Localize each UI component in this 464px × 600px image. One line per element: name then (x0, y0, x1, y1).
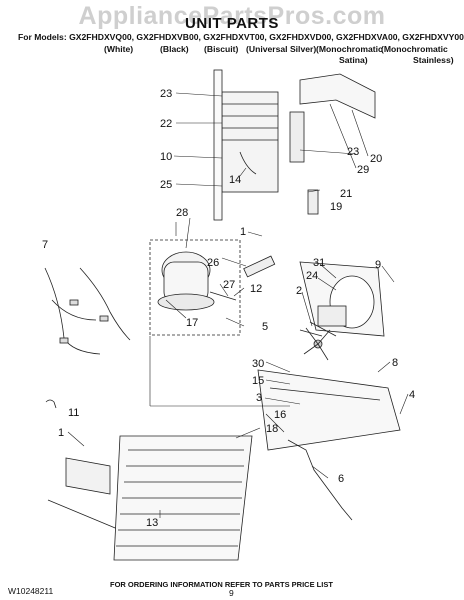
callout-4: 4 (409, 389, 415, 401)
wiring-harness (44, 267, 131, 355)
fan-blade (303, 327, 331, 361)
condenser-assembly (213, 69, 305, 221)
callout-12: 12 (250, 283, 262, 295)
color-label-white: (White) (104, 44, 134, 54)
callout-11: 11 (68, 407, 79, 419)
callout-13: 13 (146, 517, 158, 529)
bracket-21-19 (307, 189, 319, 215)
power-cord-heater (47, 457, 121, 531)
callout-14: 14 (229, 174, 241, 186)
callout-29: 29 (357, 164, 369, 176)
callout-18: 18 (266, 423, 278, 435)
callout-27: 27 (223, 279, 235, 291)
base-pan (257, 369, 401, 451)
document-code: W10248211 (8, 586, 54, 596)
color-label-satina: Satina) (339, 55, 368, 65)
fan-shroud (299, 261, 385, 337)
page-number: 9 (229, 588, 234, 598)
callout-1b: 1 (58, 427, 64, 439)
callout-15: 15 (252, 375, 264, 387)
compressor (149, 239, 241, 336)
small-clip (45, 399, 57, 409)
callout-30: 30 (252, 358, 264, 370)
callout-23b: 23 (347, 146, 359, 158)
coil (113, 435, 253, 561)
tube-6 (287, 439, 353, 521)
callout-26: 26 (207, 257, 219, 269)
callout-19: 19 (330, 201, 342, 213)
callout-1: 1 (240, 226, 246, 238)
ordering-note: FOR ORDERING INFORMATION REFER TO PARTS … (110, 580, 333, 589)
callout-9: 9 (375, 259, 381, 271)
callout-31: 31 (313, 257, 325, 269)
page-title: UNIT PARTS (185, 15, 279, 32)
callout-2: 2 (296, 285, 302, 297)
callout-24: 24 (306, 270, 318, 282)
callout-28: 28 (176, 207, 188, 219)
callout-25: 25 (160, 179, 172, 191)
callout-10: 10 (160, 151, 172, 163)
callout-23: 23 (160, 88, 172, 100)
callout-20: 20 (370, 153, 382, 165)
part-callouts: 23 22 10 25 14 23 29 20 21 19 28 1 26 27… (42, 88, 415, 529)
callout-6: 6 (338, 473, 344, 485)
callout-8: 8 (392, 357, 398, 369)
callout-5: 5 (262, 321, 268, 333)
callout-22: 22 (160, 118, 172, 130)
callout-17: 17 (186, 317, 198, 329)
callout-3: 3 (256, 392, 262, 404)
callout-16: 16 (274, 409, 286, 421)
color-label-stainless: Stainless) (413, 55, 454, 65)
color-label-black: (Black) (160, 44, 189, 54)
color-label-monochromatic-1: (Monochromatic (316, 44, 383, 54)
duct-cover (299, 73, 376, 119)
color-label-universal-silver: (Universal Silver) (246, 44, 317, 54)
leader-lines (67, 92, 409, 518)
relay-cap (243, 255, 276, 278)
watermark: AppliancePartsPros.com (78, 2, 386, 30)
color-label-biscuit: (Biscuit) (204, 44, 239, 54)
callout-21: 21 (340, 188, 352, 200)
color-label-monochromatic-2: (Monochromatic (381, 44, 448, 54)
models-line: For Models: GX2FHDXVQ00, GX2FHDXVB00, GX… (18, 32, 464, 42)
callout-7: 7 (42, 239, 48, 251)
drain-hose (239, 151, 257, 175)
